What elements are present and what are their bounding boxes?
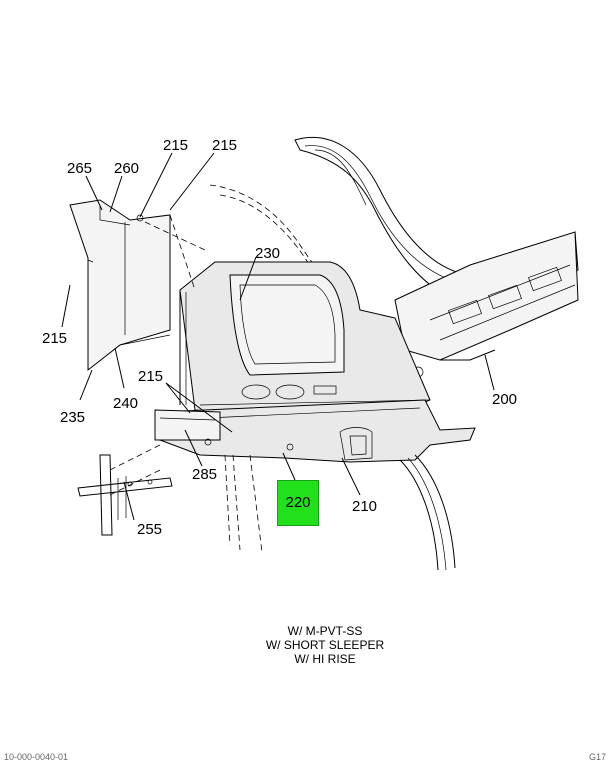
- note-line: W/ SHORT SLEEPER: [265, 638, 385, 652]
- hidden-lines: [109, 444, 263, 553]
- drawing-number: 10-000-0040-01: [4, 752, 69, 762]
- applicability-notes: W/ M-PVT-SS W/ SHORT SLEEPER W/ HI RISE: [200, 624, 450, 666]
- callout-230: 230: [255, 245, 280, 262]
- callout-265: 265: [67, 160, 92, 177]
- callout-260: 260: [114, 160, 139, 177]
- callout-labels: 265 260 215 215 230 215 215 235 240 285 …: [42, 137, 517, 538]
- callout-240: 240: [113, 395, 138, 412]
- bracket-285: [154, 409, 221, 446]
- cabinet-230: [179, 261, 431, 413]
- left-panels: [69, 199, 206, 372]
- bulkhead-200: [394, 231, 579, 378]
- callout-210: 210: [352, 498, 377, 515]
- leader-lines: [61, 152, 495, 521]
- callout-215-a: 215: [163, 137, 188, 154]
- callout-220[interactable]: 220: [285, 494, 311, 511]
- callout-200: 200: [492, 391, 517, 408]
- callout-285: 285: [192, 466, 217, 483]
- callout-235: 235: [60, 409, 85, 426]
- highlight-box-220: [277, 480, 319, 526]
- callout-215-d: 215: [138, 368, 163, 385]
- note-line: W/ M-PVT-SS: [287, 624, 363, 638]
- note-line: W/ HI RISE: [294, 652, 356, 666]
- bracket-255: [77, 454, 173, 536]
- callout-215-b: 215: [212, 137, 237, 154]
- page-code: G17: [588, 752, 606, 762]
- rear-post: [399, 454, 456, 571]
- callout-215-c: 215: [42, 330, 67, 347]
- callout-255: 255: [137, 521, 162, 538]
